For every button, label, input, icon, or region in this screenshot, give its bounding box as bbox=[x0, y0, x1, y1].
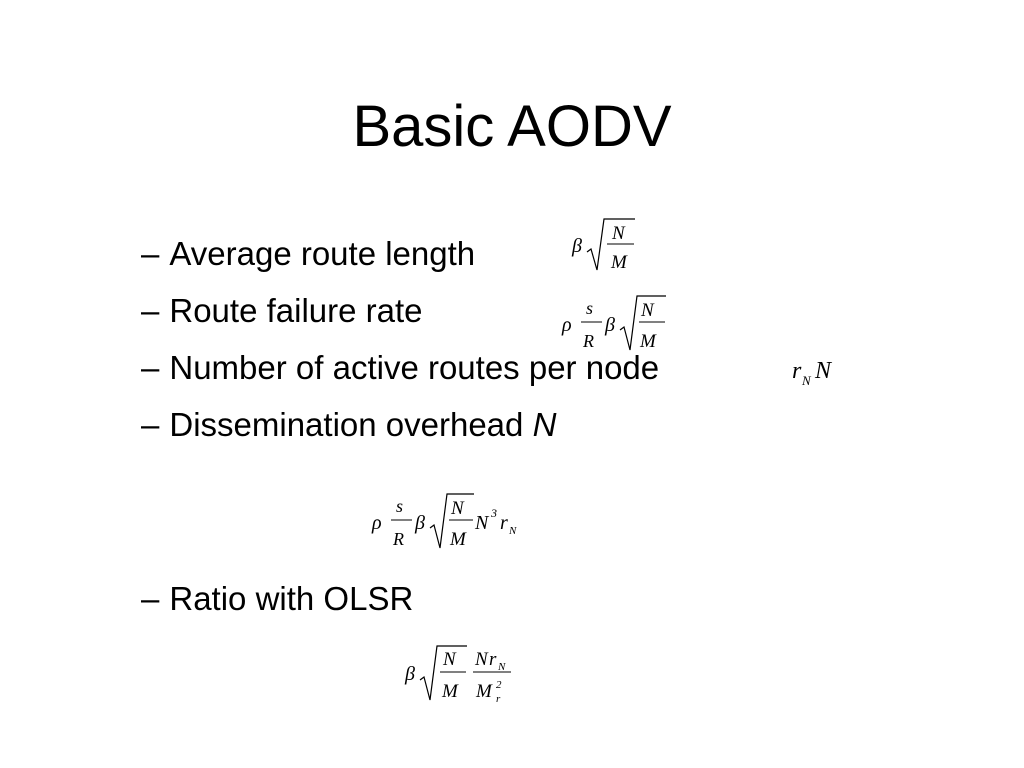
eq-frac-r: r bbox=[489, 649, 497, 670]
sqrt-sign bbox=[586, 218, 635, 271]
eq-R: R bbox=[582, 331, 594, 351]
eq-rho: ρ bbox=[561, 314, 572, 336]
eq-exponent: 3 bbox=[490, 506, 497, 520]
bullet-dash: – bbox=[141, 292, 160, 329]
bullet-text: Dissemination overhead bbox=[169, 406, 533, 443]
eq-r: r bbox=[500, 512, 508, 534]
bullet-dash: – bbox=[141, 235, 160, 272]
eq-subscript: N bbox=[801, 373, 812, 388]
bullet-active-routes-per-node: –Number of active routes per node bbox=[141, 351, 659, 384]
equation-ratio-olsr: β N M N r N M 2 r bbox=[403, 640, 523, 708]
bullet-italic-n: N bbox=[532, 406, 557, 443]
eq-beta: β bbox=[604, 314, 615, 336]
eq-numerator: N bbox=[442, 649, 457, 670]
slide-title: Basic AODV bbox=[352, 94, 672, 159]
bullet-text: Average route length bbox=[169, 235, 476, 272]
bullet-text: Ratio with OLSR bbox=[169, 580, 414, 617]
eq-r: r bbox=[792, 358, 802, 384]
bullet-average-route-length: –Average route length bbox=[141, 237, 475, 270]
eq-numerator: N bbox=[611, 223, 626, 244]
eq-numerator: N bbox=[640, 300, 655, 321]
eq-frac-M: M bbox=[475, 681, 493, 702]
eq-N: N bbox=[474, 512, 490, 534]
eq-frac-den-subscript: r bbox=[496, 693, 501, 705]
eq-s: s bbox=[396, 496, 403, 516]
eq-R: R bbox=[392, 529, 404, 549]
equation-average-route-length: β N M bbox=[570, 214, 640, 276]
eq-denominator: M bbox=[610, 252, 628, 273]
eq-denominator: M bbox=[449, 529, 467, 550]
sqrt-sign bbox=[619, 295, 666, 351]
bullet-dissemination-overhead: –Dissemination overhead N bbox=[141, 408, 556, 441]
bullet-dash: – bbox=[141, 406, 160, 443]
bullet-dash: – bbox=[141, 349, 160, 386]
bullet-route-failure-rate: –Route failure rate bbox=[141, 294, 423, 327]
eq-s: s bbox=[586, 298, 593, 318]
eq-denominator: M bbox=[639, 331, 657, 352]
bullet-text: Number of active routes per node bbox=[169, 349, 660, 386]
eq-beta: β bbox=[404, 663, 415, 685]
eq-frac-superscript: 2 bbox=[496, 679, 502, 691]
eq-beta: β bbox=[571, 235, 582, 257]
sqrt-sign bbox=[429, 493, 474, 549]
eq-beta: β bbox=[414, 512, 425, 534]
eq-denominator: M bbox=[441, 681, 459, 702]
eq-frac-subscript: N bbox=[497, 661, 506, 673]
eq-frac-N: N bbox=[474, 649, 489, 670]
eq-subscript: N bbox=[508, 525, 517, 537]
bullet-text: Route failure rate bbox=[169, 292, 423, 329]
eq-rho: ρ bbox=[371, 512, 382, 534]
eq-numerator: N bbox=[450, 498, 465, 519]
equation-dissemination-overhead: ρ s R β N M N 3 r N bbox=[370, 488, 530, 554]
eq-N: N bbox=[814, 358, 833, 384]
bullet-dash: – bbox=[141, 580, 160, 617]
bullet-ratio-with-olsr: –Ratio with OLSR bbox=[141, 582, 413, 615]
equation-active-routes: r N N bbox=[790, 352, 850, 392]
sqrt-sign bbox=[419, 645, 467, 701]
equation-route-failure-rate: ρ s R β N M bbox=[560, 290, 670, 356]
